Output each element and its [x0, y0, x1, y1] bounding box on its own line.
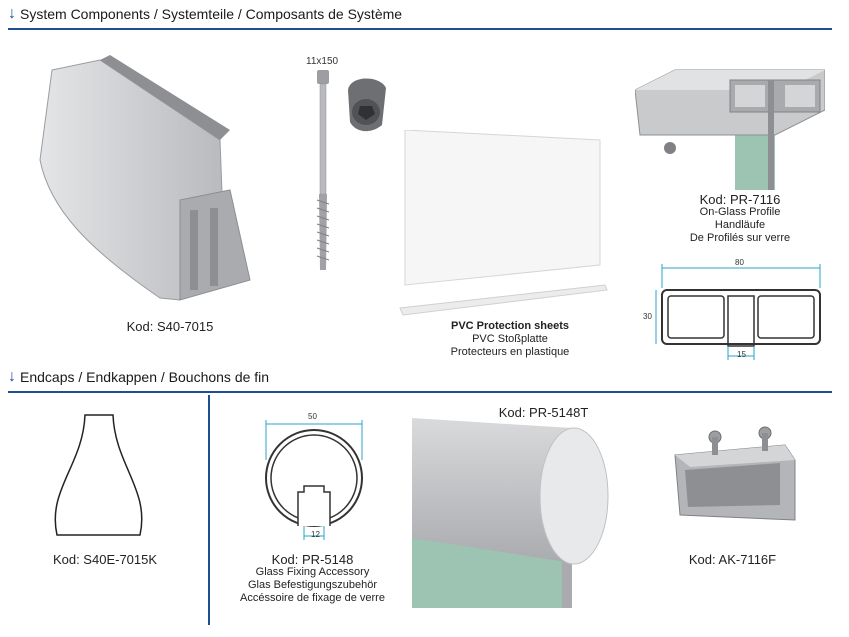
- s40-caption: Kod: S40-7015: [100, 320, 240, 333]
- pr5148-dim-diameter: 50: [308, 412, 317, 421]
- pr5148-de: Glas Befestigungszubehör: [247, 579, 378, 591]
- section-divider: [8, 391, 832, 393]
- pr5148-fr: Accéssoire de fixage de verre: [240, 592, 385, 604]
- pr7116-photo: [635, 50, 825, 190]
- column-divider: [208, 395, 210, 625]
- section-title-bold: System Components: [20, 6, 150, 22]
- pr7116-dim-width: 80: [735, 258, 744, 267]
- arrow-down-icon: ↓: [8, 5, 16, 22]
- section-title-bold: Endcaps: [20, 369, 75, 385]
- pr7116-dim-gap: 15: [737, 350, 746, 359]
- pr5148t-code: Kod: PR-5148T: [498, 405, 589, 420]
- s40e-code: Kod: S40E-7015K: [52, 552, 158, 567]
- bolt-image: [300, 70, 390, 280]
- pvc-title: PVC Protection sheets: [451, 320, 569, 332]
- pvc-fr: Protecteurs en plastique: [450, 346, 570, 358]
- arrow-down-icon: ↓: [8, 368, 16, 385]
- pr7116-de: Handläufe: [714, 219, 766, 231]
- section-header-endcaps: ↓ Endcaps / Endkappen / Bouchons de fin: [8, 368, 269, 386]
- s40e-endcap-drawing: [45, 410, 155, 540]
- section-title-rest: / Endkappen / Bouchons de fin: [74, 369, 270, 385]
- pvc-de: PVC Stoßplatte: [472, 333, 548, 345]
- ak7116f-caption: Kod: AK-7116F: [670, 553, 795, 566]
- pr7116-code: Kod: PR-7116: [699, 192, 781, 207]
- s40-profile-image: [30, 50, 270, 310]
- pr7116-fr: De Profilés sur verre: [689, 232, 791, 244]
- section-divider: [8, 28, 832, 30]
- section-title-rest: / Systemteile / Composants de Système: [149, 6, 403, 22]
- pr7116-dim-height: 30: [643, 312, 652, 321]
- pr5148-en: Glass Fixing Accessory: [255, 566, 370, 578]
- s40-code: Kod: S40-7015: [126, 319, 214, 334]
- pvc-sheet-image: [395, 130, 615, 320]
- pr5148-dim-slot: 12: [311, 530, 320, 539]
- ak7116f-code: Kod: AK-7116F: [688, 552, 777, 567]
- pr5148-code: Kod: PR-5148: [271, 552, 354, 567]
- pr7116-en: On-Glass Profile: [699, 206, 781, 218]
- pr5148-caption: Kod: PR-5148 Glass Fixing Accessory Glas…: [225, 553, 400, 605]
- pr7116-drawing: [650, 258, 830, 368]
- bolt-size-label: 11x150: [306, 56, 339, 67]
- ak7116f-photo: [670, 425, 800, 525]
- pr5148t-photo: [412, 418, 612, 608]
- section-header-system: ↓ System Components / Systemteile / Comp…: [8, 5, 402, 23]
- pr5148t-caption: Kod: PR-5148T: [486, 406, 601, 419]
- pr5148-drawing: [258, 420, 370, 545]
- pvc-caption: PVC Protection sheets PVC Stoßplatte Pro…: [440, 320, 580, 359]
- s40e-caption: Kod: S40E-7015K: [30, 553, 180, 566]
- pr7116-caption: Kod: PR-7116 On-Glass Profile Handläufe …: [665, 193, 815, 245]
